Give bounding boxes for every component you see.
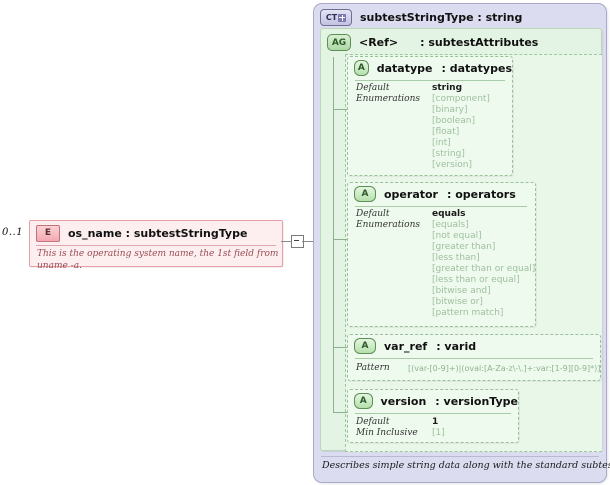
tree-branch-version xyxy=(333,412,347,413)
facet-value: [1] xyxy=(432,428,445,438)
attribute-group-ref-label[interactable]: <Ref> xyxy=(359,36,399,49)
attribute-separator xyxy=(355,80,505,81)
complextype-header: CT subtestStringType : string xyxy=(320,9,522,26)
facet-value: [component] xyxy=(432,94,490,104)
facet-label: Min Inclusive xyxy=(356,428,418,438)
attribute-separator xyxy=(355,413,511,414)
attribute-box-operator[interactable]: A operator : operators Default Enumerati… xyxy=(347,182,536,327)
facet-value: [version] xyxy=(432,160,472,170)
tree-trunk-line xyxy=(333,57,334,412)
facet-value: [bitwise or] xyxy=(432,297,483,307)
complextype-title: subtestStringType : string xyxy=(360,11,523,24)
attribute-type: : operators xyxy=(446,187,516,201)
facet-value: [greater than or equal] xyxy=(432,264,536,274)
facet-value: string xyxy=(432,83,462,94)
facet-pattern-value: [(var-[0-9]+)|(oval:[A-Za-z\-\.]+:var:[1… xyxy=(408,364,601,373)
element-title: os_name : subtestStringType xyxy=(68,226,248,240)
attribute-name: datatype xyxy=(376,61,433,75)
tree-branch-operator xyxy=(333,239,347,240)
attribute-separator xyxy=(355,358,593,359)
facet-value: [float] xyxy=(432,127,460,137)
facet-value: 1 xyxy=(432,417,438,428)
attribute-group-badge-icon: AG xyxy=(327,34,351,51)
facet-value: [not equal] xyxy=(432,231,482,241)
attribute-group-type-label: : subtestAttributes xyxy=(420,36,539,49)
attribute-box-var-ref[interactable]: A var_ref : varid Pattern [(var-[0-9]+)|… xyxy=(347,334,601,381)
attribute-badge-icon: A xyxy=(354,186,376,202)
element-cardinality-label: 0..1 xyxy=(2,227,24,238)
complextype-panel: CT subtestStringType : string AG <Ref> :… xyxy=(313,3,610,483)
facet-value: [pattern match] xyxy=(432,308,504,318)
element-header: E os_name : subtestStringType xyxy=(30,221,282,245)
facet-label: Default xyxy=(356,417,390,427)
facet-value: [boolean] xyxy=(432,116,476,126)
facet-value: [bitwise and] xyxy=(432,286,491,296)
plus-icon[interactable] xyxy=(338,13,347,22)
attribute-name: version xyxy=(380,394,427,408)
attribute-box-datatype[interactable]: A datatype : datatypes Default Enumerati… xyxy=(347,56,513,176)
facet-value: [equals] xyxy=(432,220,469,230)
facet-value: [binary] xyxy=(432,105,468,115)
facet-value: [string] xyxy=(432,149,465,159)
facet-default-value: equals xyxy=(432,209,466,219)
complextype-badge-text: CT xyxy=(325,13,338,22)
attribute-badge-icon: A xyxy=(354,393,373,409)
attribute-group-region: AG <Ref> : subtestAttributes A datatype … xyxy=(320,28,602,452)
facet-default-value: string xyxy=(432,83,463,93)
attribute-separator xyxy=(355,206,527,207)
element-separator xyxy=(36,245,276,246)
facet-label: Enumerations xyxy=(356,94,421,104)
annotation-separator xyxy=(321,456,599,457)
attribute-group-header: AG <Ref> : subtestAttributes xyxy=(327,34,538,51)
facet-label: Default xyxy=(356,83,390,93)
element-documentation: This is the operating system name, the 1… xyxy=(37,249,279,271)
facet-value: equals xyxy=(432,209,465,220)
element-box-os-name[interactable]: E os_name : subtestStringType This is th… xyxy=(29,220,283,271)
attribute-header-datatype: A datatype : datatypes xyxy=(348,57,512,79)
facet-label: Default xyxy=(356,209,390,219)
connector-line-left xyxy=(281,241,292,242)
element-badge-icon: E xyxy=(36,224,60,242)
attribute-type: : datatypes xyxy=(441,61,512,75)
attribute-header-version: A version : versionType xyxy=(348,390,518,412)
complextype-annotation: Describes simple string data along with … xyxy=(322,460,610,471)
attribute-name: var_ref xyxy=(384,339,428,353)
attribute-box-version[interactable]: A version : versionType Default Min Incl… xyxy=(347,389,519,443)
tree-branch-varref xyxy=(333,347,347,348)
facet-label: Pattern xyxy=(356,363,390,373)
attribute-name: operator xyxy=(384,187,438,201)
attribute-type: : varid xyxy=(436,339,477,353)
complextype-badge-icon: CT xyxy=(320,9,352,26)
attribute-badge-icon: A xyxy=(354,60,369,76)
facet-value: [int] xyxy=(432,138,451,148)
facet-value: [less than or equal] xyxy=(432,275,520,285)
facet-value: [greater than] xyxy=(432,242,496,252)
facet-value: [less than] xyxy=(432,253,480,263)
attribute-header-operator: A operator : operators xyxy=(348,183,535,205)
attribute-header-var-ref: A var_ref : varid xyxy=(348,335,600,357)
tree-branch-datatype xyxy=(333,109,347,110)
attribute-badge-icon: A xyxy=(354,338,376,354)
facet-default-value: 1 xyxy=(432,417,439,427)
facet-label: Enumerations xyxy=(356,220,421,230)
attribute-type: : versionType xyxy=(435,394,518,408)
